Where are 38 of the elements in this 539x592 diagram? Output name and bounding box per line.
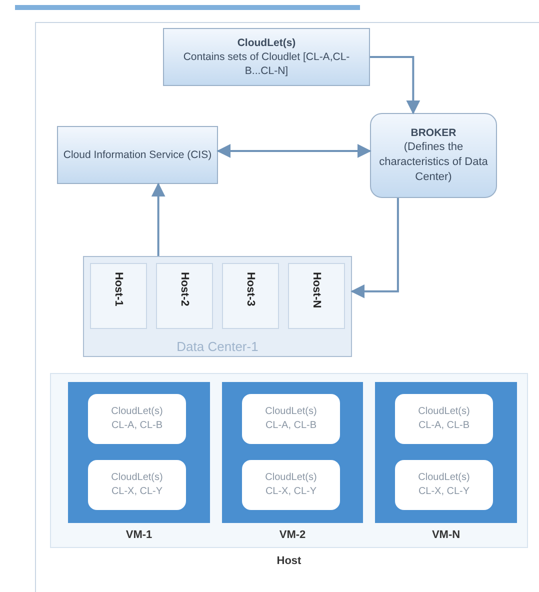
cloudlet-box	[395, 460, 493, 510]
arrow	[350, 198, 399, 298]
vm-label: VM-2	[278, 529, 307, 541]
box-heading: CloudLet(s)	[237, 36, 296, 50]
box-heading: BROKER	[410, 126, 456, 140]
box-text: (Defines the characteristics of Data Center)	[378, 140, 489, 185]
data-center-box	[83, 256, 352, 357]
data-center-label: Data Center-1	[176, 339, 260, 354]
host-label: Host-1	[112, 272, 124, 306]
host-label: Host	[276, 555, 302, 567]
host-box	[90, 263, 147, 329]
host-box	[288, 263, 345, 329]
cloudlet-text: CloudLet(s) CL-A, CL-B	[264, 405, 318, 433]
cloudlet-text: CloudLet(s) CL-A, CL-B	[110, 405, 164, 433]
cloudlet-text: CloudLet(s) CL-X, CL-Y	[110, 471, 164, 499]
host-label: Host-2	[178, 272, 190, 306]
cloudlet-box	[163, 28, 370, 86]
broker-box	[370, 113, 497, 198]
cloudlet-box	[88, 394, 186, 444]
arrow	[370, 56, 420, 114]
service-box	[57, 126, 218, 184]
host-box	[222, 263, 279, 329]
host-label: Host-N	[310, 272, 322, 308]
cloudlet-box	[242, 394, 340, 444]
vm-label: VM-N	[430, 529, 462, 541]
cloudlet-box	[88, 460, 186, 510]
host-label: Host-3	[244, 272, 256, 306]
cloudlet-text: CloudLet(s) CL-X, CL-Y	[417, 471, 471, 499]
vm-label: VM-1	[124, 529, 154, 541]
cloudlet-text: CloudLet(s) CL-A, CL-B	[417, 405, 471, 433]
cloudlet-box	[395, 394, 493, 444]
host-box	[156, 263, 213, 329]
arrow	[151, 182, 166, 256]
cloudlet-text: CloudLet(s) CL-X, CL-Y	[264, 471, 318, 499]
cloudlet-box	[242, 460, 340, 510]
arrow	[216, 144, 372, 158]
box-text: Cloud Information Service (CIS)	[63, 148, 212, 162]
box-text: Contains sets of Cloudlet [CL-A,CL-B...CL-N]	[182, 50, 351, 78]
